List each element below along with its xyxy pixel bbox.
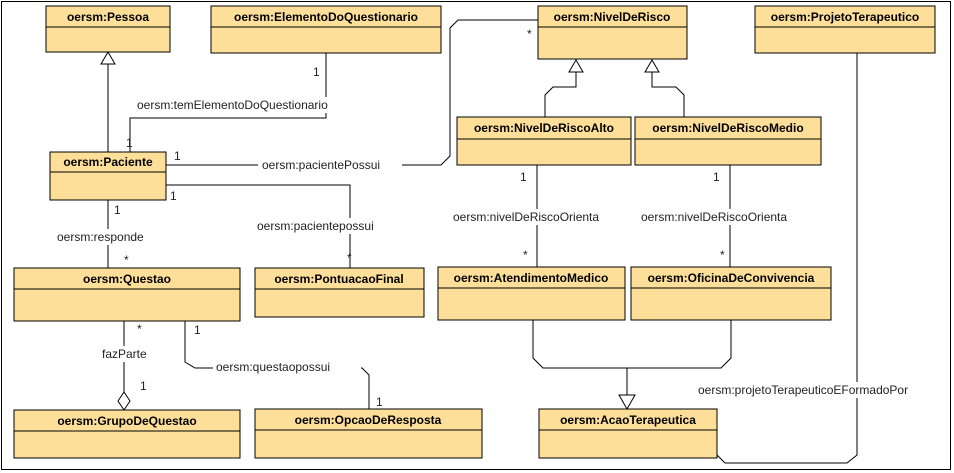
class-name-acao: oersm:AcaoTerapeutica xyxy=(560,413,696,427)
class-name-nivel-alto: oersm:NivelDeRiscoAlto xyxy=(474,121,614,135)
mult-grupo: 1 xyxy=(140,379,147,393)
class-name-nivel-medio: oersm:NivelDeRiscoMedio xyxy=(652,121,803,135)
mult-paciente-questao: 1 xyxy=(114,203,121,217)
label-nivel-orienta-alto: oersm:nivelDeRiscoOrienta xyxy=(453,210,599,224)
edge-projeto-acao xyxy=(716,53,858,464)
class-nivel-risco-alto[interactable]: oersm:NivelDeRiscoAlto xyxy=(456,116,632,166)
label-nivel-orienta-medio: oersm:nivelDeRiscoOrienta xyxy=(641,210,787,224)
class-name-grupo: oersm:GrupoDeQuestao xyxy=(57,414,196,428)
mult-elemento: 1 xyxy=(313,65,320,79)
class-name-elemento: oersm:ElementoDoQuestionario xyxy=(234,10,418,24)
generalization-arrow-acao xyxy=(618,394,636,411)
mult-atendimento: * xyxy=(523,248,528,262)
label-responde: oersm:responde xyxy=(57,230,144,244)
class-name-pessoa: oersm:Pessoa xyxy=(67,10,149,24)
class-name-pontuacao: oersm:PontuacaoFinal xyxy=(274,272,403,286)
class-opcao-resposta[interactable]: oersm:OpcaoDeResposta xyxy=(254,408,483,459)
mult-questao-opcao: 1 xyxy=(194,323,201,337)
class-projeto-terapeutico[interactable]: oersm:ProjetoTerapeutico xyxy=(754,5,936,54)
generalization-arrow-alto xyxy=(568,59,584,73)
edge-medio-nivel xyxy=(651,72,685,117)
mult-alto: 1 xyxy=(520,170,527,184)
class-name-oficina: oersm:OficinaDeConvivencia xyxy=(648,271,815,285)
class-pontuacao-final[interactable]: oersm:PontuacaoFinal xyxy=(254,267,425,318)
class-name-atendimento: oersm:AtendimentoMedico xyxy=(454,271,609,285)
class-atendimento-medico[interactable]: oersm:AtendimentoMedico xyxy=(437,266,626,321)
class-acao-terapeutica[interactable]: oersm:AcaoTerapeutica xyxy=(538,408,718,459)
mult-paciente-nivel: 1 xyxy=(174,149,181,163)
class-grupo-questao[interactable]: oersm:GrupoDeQuestao xyxy=(13,409,241,459)
class-nivel-risco-medio[interactable]: oersm:NivelDeRiscoMedio xyxy=(634,116,822,166)
edge-alto-nivel xyxy=(544,72,577,117)
generalization-arrow-medio xyxy=(644,59,660,73)
edge-oficina-acao xyxy=(627,320,732,369)
mult-medio: 1 xyxy=(713,170,720,184)
mult-oficina: * xyxy=(720,248,725,262)
class-paciente[interactable]: oersm:Paciente xyxy=(49,151,167,201)
mult-opcao: 1 xyxy=(376,395,383,409)
label-tem-elemento: oersm:temElementoDoQuestionario xyxy=(137,98,328,112)
mult-paciente-pontuacao: 1 xyxy=(170,189,177,203)
mult-questao-grupo: * xyxy=(137,322,142,336)
class-name-projeto: oersm:ProjetoTerapeutico xyxy=(771,10,919,24)
mult-nivel: * xyxy=(527,27,532,41)
edge-paciente-elemento xyxy=(129,53,327,152)
aggregation-diamond xyxy=(117,391,131,411)
generalization-arrow-pessoa xyxy=(100,51,116,65)
class-elemento-questionario[interactable]: oersm:ElementoDoQuestionario xyxy=(210,5,442,54)
class-pessoa[interactable]: oersm:Pessoa xyxy=(45,5,171,53)
mult-paciente-elemento: 1 xyxy=(126,136,133,150)
label-paciente-possui-lower: oersm:pacientepossui xyxy=(257,219,374,233)
edge-atendimento-acao xyxy=(532,320,628,395)
label-faz-parte: fazParte xyxy=(102,347,147,361)
class-name-nivel-risco: oersm:NivelDeRisco xyxy=(554,10,671,24)
mult-questao: * xyxy=(124,253,129,267)
class-nivel-de-risco[interactable]: oersm:NivelDeRisco xyxy=(537,5,688,60)
class-name-questao: oersm:Questao xyxy=(83,272,171,286)
class-questao[interactable]: oersm:Questao xyxy=(13,267,241,322)
class-oficina-convivencia[interactable]: oersm:OficinaDeConvivencia xyxy=(630,266,832,321)
class-name-opcao: oersm:OpcaoDeResposta xyxy=(295,413,442,427)
mult-pontuacao: * xyxy=(347,251,352,265)
edge-paciente-pontuacao xyxy=(166,184,351,268)
class-name-paciente: oersm:Paciente xyxy=(63,155,153,169)
label-projeto-formado: oersm:projetoTerapeuticoEFormadoPor xyxy=(698,383,908,397)
label-paciente-possui: oersm:pacientePossui xyxy=(262,158,380,172)
label-questao-possui: oersm:questaopossui xyxy=(216,360,330,374)
